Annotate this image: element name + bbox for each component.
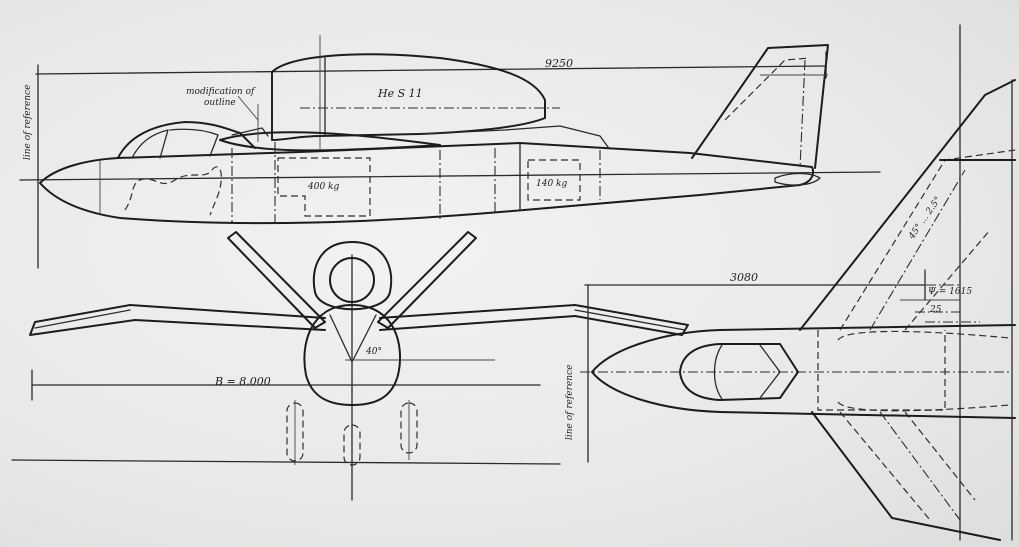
plan-canopy-frame-2 xyxy=(759,344,781,399)
side-reference-label: line of reference xyxy=(23,84,33,160)
tank-forward xyxy=(277,157,371,217)
modification-label-line1: modification of xyxy=(186,87,255,97)
plan-wing-lower-rib xyxy=(879,411,961,521)
plan-wing-upper-le xyxy=(799,79,1016,331)
gear-nose xyxy=(343,424,361,466)
side-view xyxy=(19,35,881,269)
wing-dimension: 3080 xyxy=(730,271,758,284)
engine-nacelle xyxy=(271,53,546,141)
plan-reference-label: line of reference xyxy=(565,364,575,440)
engine-label: He S 11 xyxy=(378,87,423,100)
canopy-v xyxy=(329,314,377,363)
nacelle-intake-ring xyxy=(329,257,375,303)
rib-mark-label: Ψ = 1615 xyxy=(928,287,973,297)
front-wing-left xyxy=(29,304,326,336)
plan-view xyxy=(580,24,1016,541)
plan-canopy xyxy=(679,343,799,401)
tail-skid xyxy=(774,172,821,186)
modification-label-line2: outline xyxy=(204,98,236,108)
mass-aft-label: 140 kg xyxy=(536,179,568,189)
front-wing-right xyxy=(379,304,689,336)
front-wing-right-inner xyxy=(574,309,686,331)
mass-forward-label: 400 kg xyxy=(308,182,340,192)
spine xyxy=(419,125,609,148)
rudder-line xyxy=(724,57,811,121)
nacelle-front-view xyxy=(312,241,393,311)
plan-wing-upper-flap xyxy=(904,229,991,331)
ground-line xyxy=(11,459,561,465)
station-mark-label: 25 xyxy=(930,305,942,315)
span-dimension: B = 8.000 xyxy=(215,375,271,388)
v-strut-right xyxy=(377,231,477,329)
canopy-frame-2 xyxy=(169,128,219,157)
plan-wing-lower-le xyxy=(811,411,1001,541)
side-center-line xyxy=(19,171,881,181)
plan-nacelle-outline xyxy=(837,330,1011,412)
intake-lip xyxy=(231,127,269,137)
length-dimension-line xyxy=(35,65,827,75)
canopy xyxy=(117,121,256,159)
plan-canopy-frame xyxy=(713,344,723,400)
tail-post xyxy=(799,59,806,169)
length-dimension: 9250 xyxy=(545,57,573,70)
front-view xyxy=(11,231,689,501)
v-strut-left xyxy=(227,231,326,329)
mod-leader xyxy=(237,95,259,121)
tank-aft xyxy=(527,159,581,201)
canopy-frame xyxy=(131,129,169,159)
fuselage-front-section xyxy=(303,304,402,406)
plan-wing-lower-flap xyxy=(904,411,976,501)
fuselage-outline xyxy=(39,142,815,225)
plan-wing-upper-rib xyxy=(869,169,966,331)
plan-fuselage xyxy=(591,324,1016,419)
angle-label: 40° xyxy=(366,347,382,357)
plan-bay xyxy=(817,330,946,411)
front-wing-left-inner xyxy=(34,309,131,329)
plan-wing-lower-spar xyxy=(839,411,931,521)
vertical-tail xyxy=(691,44,829,169)
pilot-outline xyxy=(124,166,222,216)
